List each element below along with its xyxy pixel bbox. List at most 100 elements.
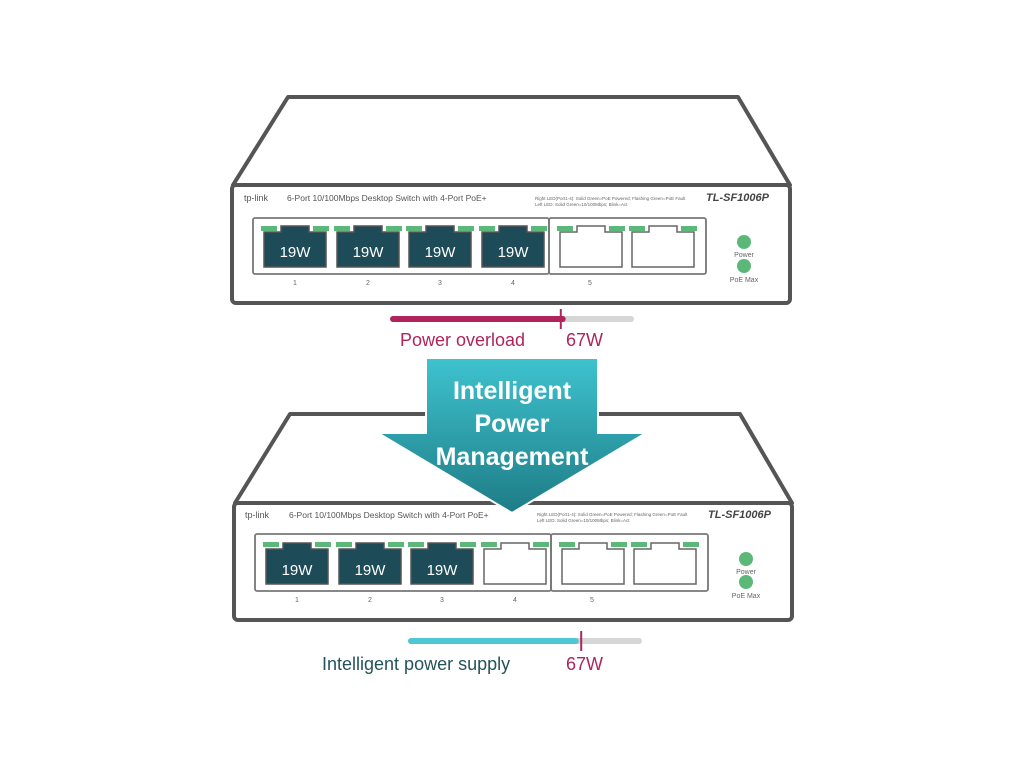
- ethernet-port-icon: [338, 542, 402, 585]
- port-number: 3: [438, 280, 442, 287]
- port-link-led: [479, 226, 495, 231]
- port-number: 1: [293, 280, 297, 287]
- ethernet-port-icon: [633, 542, 697, 585]
- brand-logo: tp-link: [245, 510, 270, 520]
- port-link-led: [334, 226, 350, 231]
- led-legend-line-2: Left LED: Solid Green=10/100Mbps; Blink=…: [537, 518, 630, 523]
- port-link-led: [481, 542, 497, 547]
- port-number: 4: [513, 597, 517, 604]
- port-1: 19W 1: [261, 225, 329, 287]
- power-bar-fill: [390, 316, 566, 322]
- port-link-led: [263, 542, 279, 547]
- port-link-led: [629, 226, 645, 231]
- arrow-title-line-3: Management: [436, 443, 589, 471]
- switch-top-panel: [231, 95, 792, 187]
- led-legend-line-1: Right LED(Port1-4): Solid Green=PoE Powe…: [535, 196, 686, 201]
- port-link-led: [261, 226, 277, 231]
- poe-max-led: [737, 259, 751, 273]
- port-number: 3: [440, 597, 444, 604]
- port-number: 1: [295, 597, 299, 604]
- port-4: 4: [481, 542, 549, 604]
- port-poe-led: [533, 542, 549, 547]
- power-bar-fill: [408, 638, 579, 644]
- port-power-label: 19W: [353, 244, 385, 261]
- port-number: 5: [590, 597, 594, 604]
- port-power-label: 19W: [282, 562, 314, 579]
- power-budget-label: 67W: [566, 330, 603, 350]
- intelligent-power-management-arrow: Intelligent Power Management: [374, 357, 650, 515]
- model-name: TL-SF1006P: [708, 509, 772, 521]
- port-2: 19W 2: [336, 542, 404, 604]
- port-poe-led: [611, 542, 627, 547]
- port-number: 4: [511, 280, 515, 287]
- power-led-label: Power: [734, 252, 755, 259]
- port-number: 2: [368, 597, 372, 604]
- port-poe-led: [458, 226, 474, 231]
- port-4: 19W 4: [479, 225, 547, 287]
- port-link-led: [559, 542, 575, 547]
- port-poe-led: [531, 226, 547, 231]
- port-poe-led: [313, 226, 329, 231]
- port-number: 5: [588, 280, 592, 287]
- arrow-title-line-1: Intelligent: [453, 377, 572, 405]
- ethernet-port-icon: [483, 542, 547, 585]
- port-poe-led: [386, 226, 402, 231]
- ethernet-port-icon: [336, 225, 400, 268]
- port-poe-led: [460, 542, 476, 547]
- switch-description: 6-Port 10/100Mbps Desktop Switch with 4-…: [287, 193, 487, 203]
- arrow-title-line-2: Power: [474, 410, 549, 438]
- switch-overload: tp-link 6-Port 10/100Mbps Desktop Switch…: [230, 95, 792, 305]
- port-3: 19W 3: [406, 225, 474, 287]
- poe-max-led-label: PoE Max: [732, 593, 761, 600]
- port-power-label: 19W: [355, 562, 387, 579]
- ethernet-port-icon: [561, 542, 625, 585]
- ethernet-port-icon: [631, 225, 695, 268]
- port-link-led: [557, 226, 573, 231]
- ethernet-port-icon: [481, 225, 545, 268]
- port-link-led: [406, 226, 422, 231]
- port-3: 19W 3: [408, 542, 476, 604]
- port-6: [631, 542, 699, 585]
- power-status-label: Intelligent power supply: [322, 654, 510, 674]
- led-legend-line-1: Right LED(Port1-4): Solid Green=PoE Powe…: [537, 512, 688, 517]
- port-power-label: 19W: [427, 562, 459, 579]
- power-bar-overload: Power overload 67W: [390, 309, 634, 350]
- ethernet-port-icon: [408, 225, 472, 268]
- power-led: [739, 552, 753, 566]
- port-power-label: 19W: [280, 244, 312, 261]
- port-link-led: [336, 542, 352, 547]
- port-poe-led: [683, 542, 699, 547]
- port-1: 19W 1: [263, 542, 331, 604]
- model-name: TL-SF1006P: [706, 192, 770, 204]
- ethernet-port-icon: [265, 542, 329, 585]
- port-link-led: [631, 542, 647, 547]
- non-poe-port-group: [550, 533, 709, 592]
- port-poe-led: [609, 226, 625, 231]
- port-power-label: 19W: [498, 244, 530, 261]
- port-2: 19W 2: [334, 225, 402, 287]
- ethernet-port-icon: [559, 225, 623, 268]
- port-poe-led: [388, 542, 404, 547]
- power-budget-label: 67W: [566, 654, 603, 674]
- port-poe-led: [681, 226, 697, 231]
- led-legend-line-2: Left LED: Solid Green=10/100Mbps; Blink=…: [535, 202, 628, 207]
- power-led-label: Power: [736, 569, 757, 576]
- ethernet-port-icon: [410, 542, 474, 585]
- non-poe-port-group: [548, 217, 707, 275]
- switch-description: 6-Port 10/100Mbps Desktop Switch with 4-…: [289, 510, 489, 520]
- port-link-led: [408, 542, 424, 547]
- port-6: [629, 225, 697, 268]
- port-power-label: 19W: [425, 244, 457, 261]
- poe-max-led: [739, 575, 753, 589]
- down-arrow-icon: [374, 357, 650, 515]
- port-5: 5: [559, 542, 627, 604]
- port-number: 2: [366, 280, 370, 287]
- power-led: [737, 235, 751, 249]
- port-poe-led: [315, 542, 331, 547]
- poe-max-led-label: PoE Max: [730, 277, 759, 284]
- brand-logo: tp-link: [244, 193, 269, 203]
- port-5: 5: [557, 225, 625, 287]
- power-status-label: Power overload: [400, 330, 525, 350]
- power-bar-intelligent: Intelligent power supply 67W: [322, 631, 642, 674]
